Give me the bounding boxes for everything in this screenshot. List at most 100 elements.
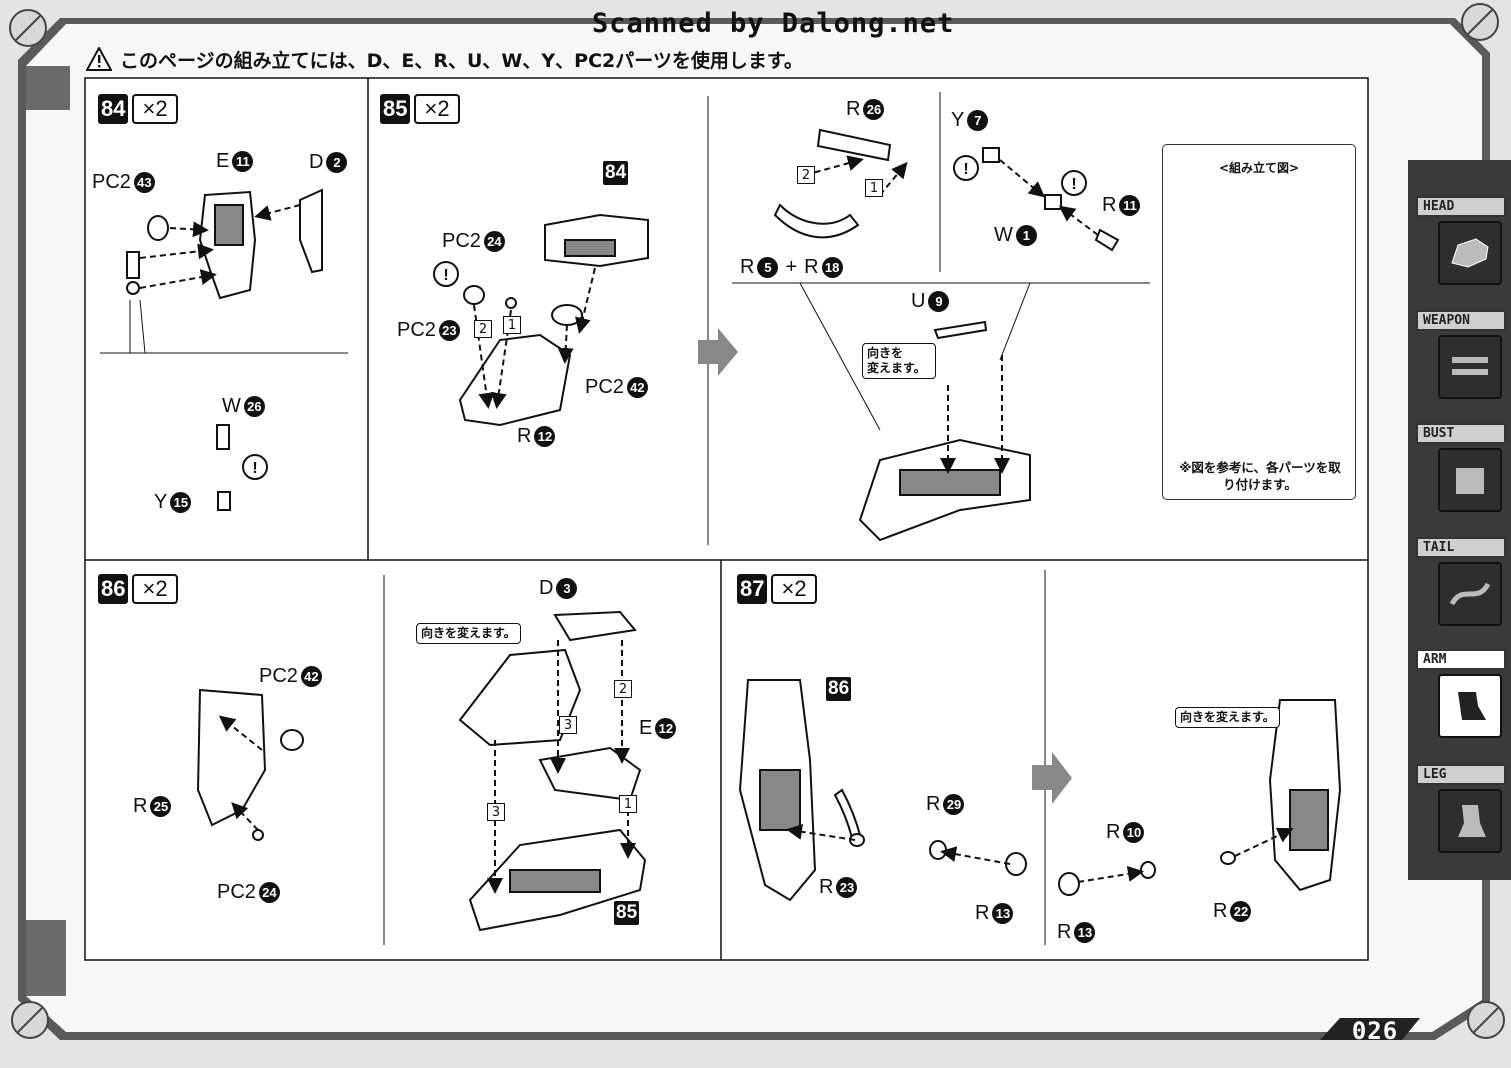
part-d3 — [553, 610, 637, 642]
assembly-ref-84: 84 — [603, 161, 629, 185]
note-turn-around: 向きを変えます。 — [416, 623, 521, 644]
tab-bust[interactable]: BUST — [1416, 423, 1506, 512]
note-turn-around: 向きを変えます。 — [862, 343, 936, 379]
tail-icon — [1438, 562, 1502, 626]
tab-label: LEG — [1416, 764, 1506, 785]
step-number: 84 — [98, 94, 129, 124]
reference-note: ※図を参考に、各パーツを取り付けます。 — [1179, 460, 1341, 492]
tab-tail[interactable]: TAIL — [1416, 537, 1506, 626]
step-arrow — [1032, 752, 1072, 804]
part-u9 — [933, 320, 988, 340]
part-e12 — [538, 746, 642, 802]
joint-rod — [126, 251, 140, 279]
warning-icon — [86, 47, 112, 71]
part-r22 — [1220, 851, 1236, 865]
part-r29 — [929, 840, 947, 860]
page-number: 026 — [1351, 1017, 1399, 1045]
step-multiplier: ×2 — [132, 94, 178, 124]
step-86-badge: 86 ×2 — [98, 574, 178, 604]
step-multiplier: ×2 — [132, 574, 178, 604]
tab-label: WEAPON — [1416, 310, 1506, 331]
step-multiplier: ×2 — [771, 574, 817, 604]
tab-leg[interactable]: LEG — [1416, 764, 1506, 853]
svg-text:!: ! — [443, 267, 448, 284]
svg-text:!: ! — [252, 460, 257, 477]
seq-1: 1 — [619, 795, 637, 813]
tab-label: BUST — [1416, 423, 1506, 444]
tab-arm[interactable]: ARM — [1416, 649, 1506, 738]
seq-1: 1 — [865, 179, 883, 197]
seq-2: 2 — [797, 166, 815, 184]
scan-credit: Scanned by Dalong.net — [592, 8, 955, 39]
seq-1: 1 — [503, 316, 521, 334]
tab-label: ARM — [1416, 649, 1506, 670]
weapon-icon — [1438, 335, 1502, 399]
part-y15 — [217, 491, 231, 511]
part-w26 — [216, 424, 230, 450]
bust-icon — [1438, 448, 1502, 512]
tab-label: TAIL — [1416, 537, 1506, 558]
head-icon — [1438, 221, 1502, 285]
arm-icon — [1438, 674, 1502, 738]
part-r29-arm — [833, 788, 862, 840]
step-number: 85 — [380, 94, 411, 124]
poly-cap-pc2-24 — [505, 297, 517, 309]
seq-3: 3 — [487, 803, 505, 821]
step-number: 86 — [98, 574, 129, 604]
part-d2 — [299, 188, 323, 274]
poly-cap-pc2-43 — [147, 215, 169, 241]
part-r11 — [1094, 228, 1120, 252]
seq-2: 2 — [474, 320, 492, 338]
part-r26 — [816, 128, 892, 162]
part-w1 — [1044, 194, 1062, 210]
note-turn-around: 向きを変えます。 — [1175, 707, 1280, 728]
leg-icon — [1438, 789, 1502, 853]
part-r25 — [196, 688, 267, 827]
svg-text:!: ! — [963, 161, 968, 178]
warning-text: このページの組み立てには、D、E、R、U、W、Y、PC2パーツを使用します。 — [120, 49, 803, 72]
assembly-ref-85: 85 — [614, 901, 640, 925]
part-r5-r18 — [773, 203, 860, 239]
parts-warning: このページの組み立てには、D、E、R、U、W、Y、PC2パーツを使用します。 — [86, 44, 803, 74]
reference-box: <組み立て図> ※図を参考に、各パーツを取り付けます。 — [1162, 144, 1356, 500]
tab-label: HEAD — [1416, 196, 1506, 217]
step-87-badge: 87 ×2 — [737, 574, 817, 604]
part-y7 — [982, 147, 1000, 163]
part-r10 — [1140, 861, 1156, 879]
part-r12 — [458, 333, 572, 427]
svg-text:!: ! — [1071, 176, 1076, 193]
poly-cap-pc2-42b — [280, 729, 304, 751]
step-arrow — [698, 328, 738, 376]
tab-weapon[interactable]: WEAPON — [1416, 310, 1506, 399]
tab-head[interactable]: HEAD — [1416, 196, 1506, 285]
seq-2: 2 — [614, 680, 632, 698]
part-r13b — [1058, 872, 1080, 896]
poly-cap-pc2-23 — [463, 285, 485, 305]
poly-cap-pc2-42 — [551, 304, 583, 326]
